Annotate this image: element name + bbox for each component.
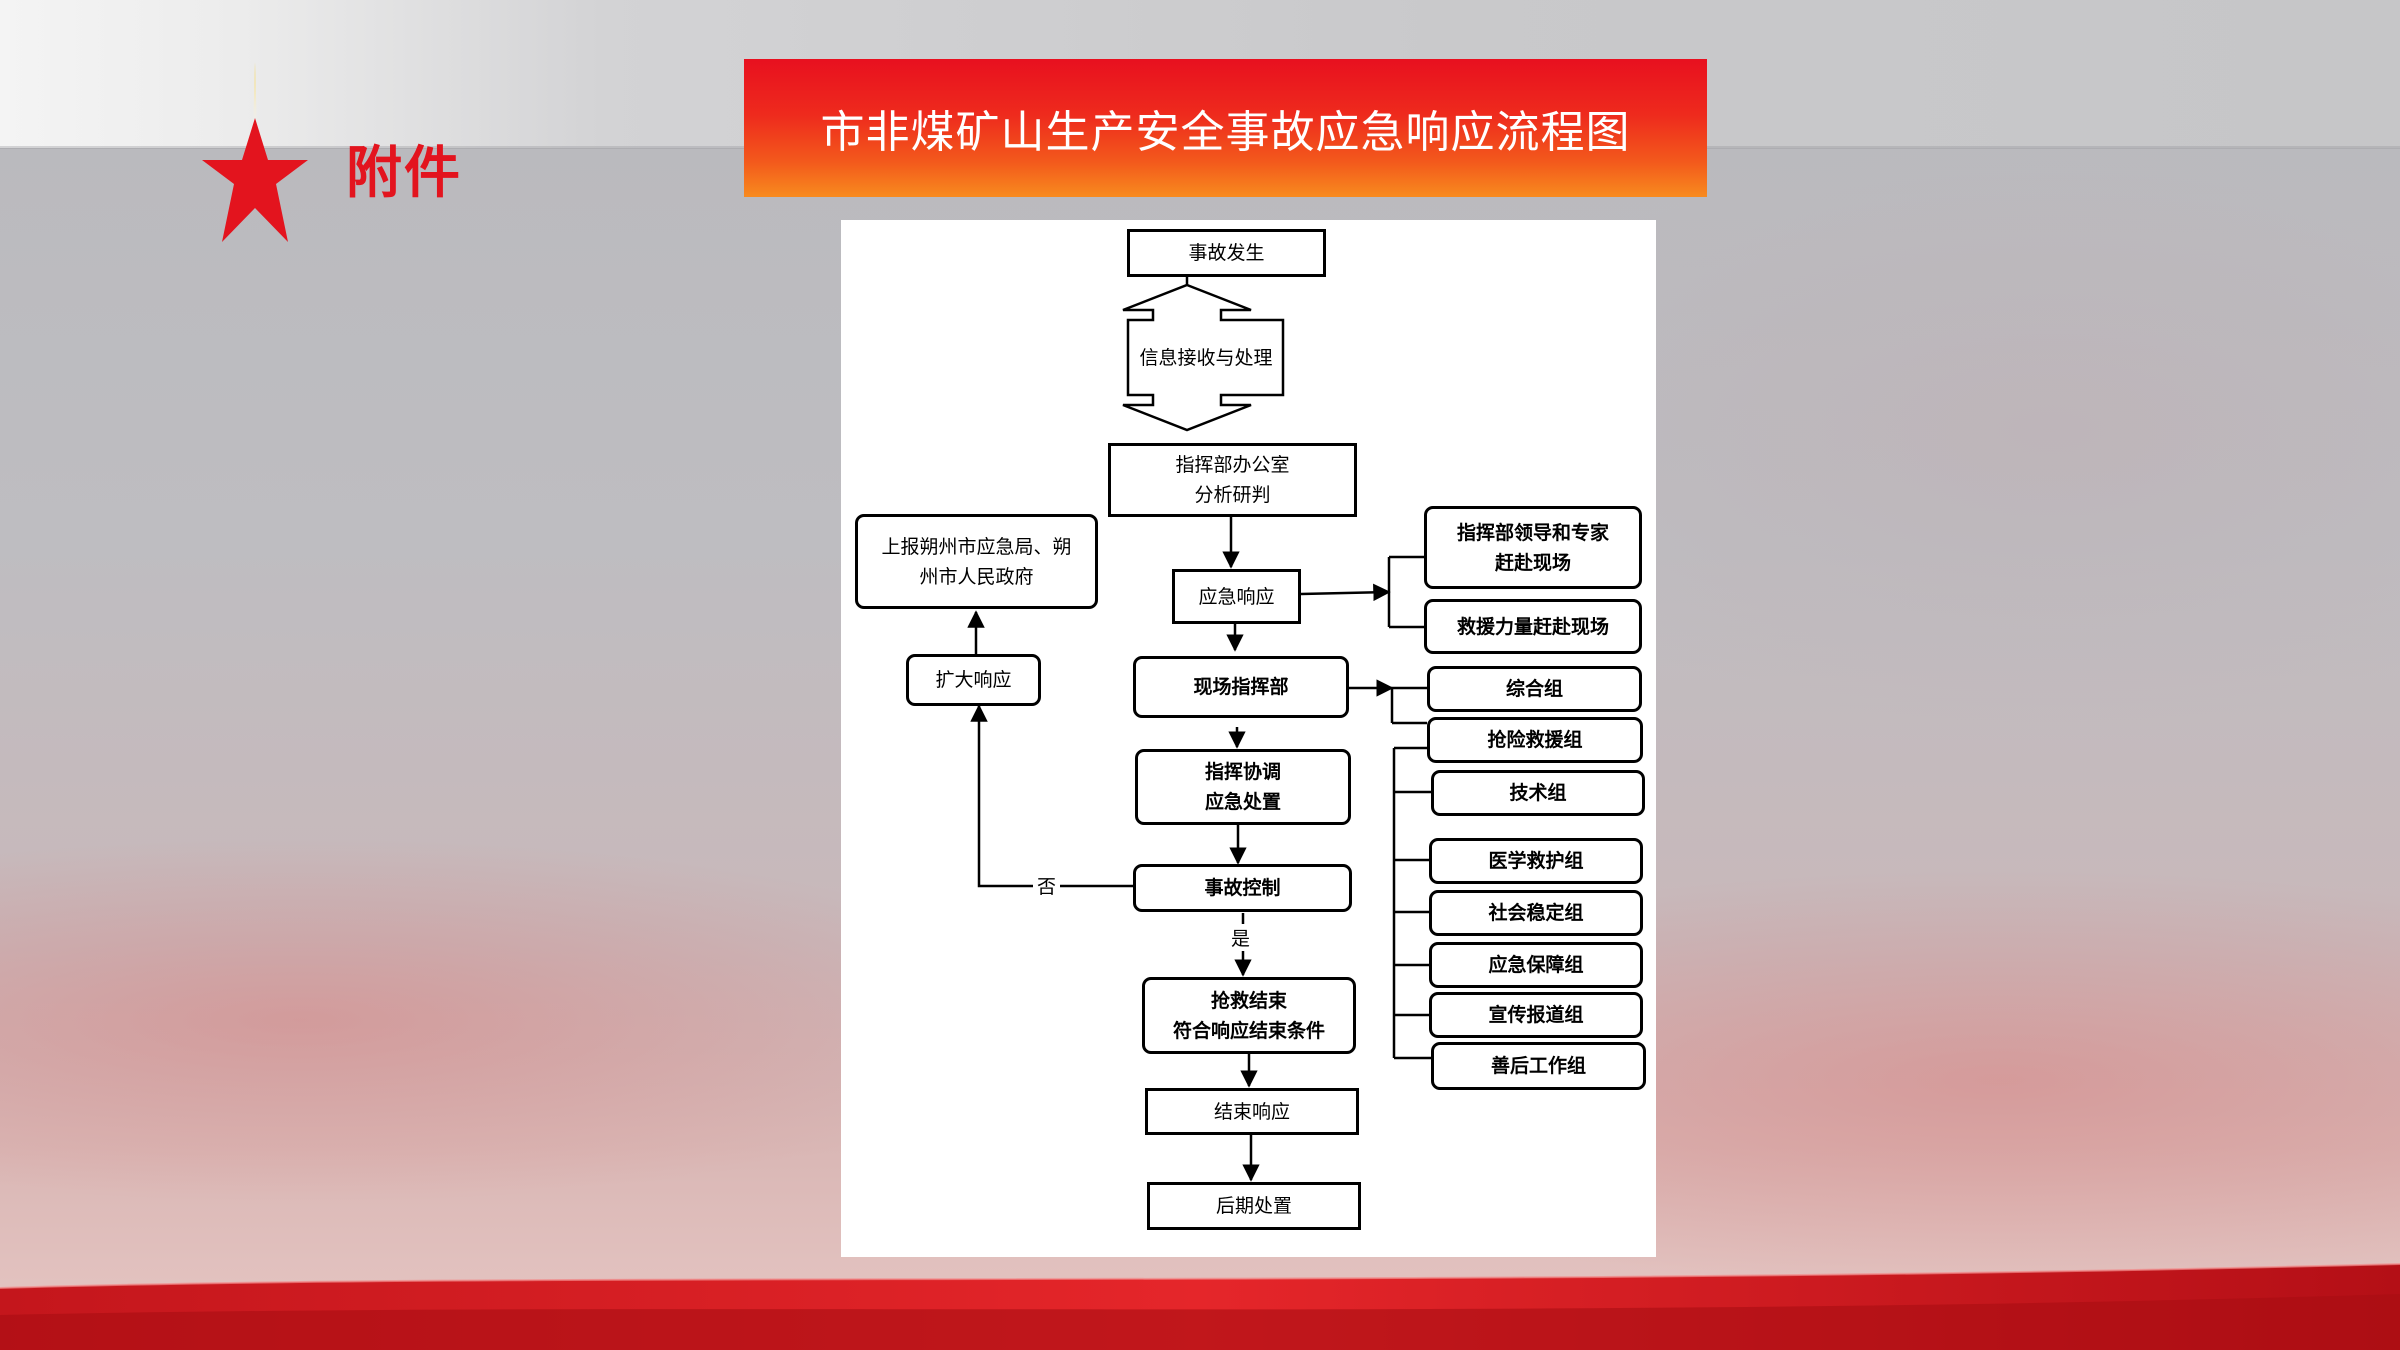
group-technical-text: 技术组 (1509, 782, 1567, 804)
slide-title: 市非煤矿山生产安全事故应急响应流程图 (820, 107, 1631, 158)
node-command-office-line2: 分析研判 (1194, 484, 1271, 506)
node-rescue-end: 抢救结束 符合响应结束条件 (1142, 977, 1356, 1054)
group-general-text: 综合组 (1505, 678, 1563, 700)
group-support: 应急保障组 (1429, 942, 1643, 988)
node-leaders-experts: 指挥部领导和专家 赶赴现场 (1424, 506, 1642, 589)
group-rescue-text: 抢险救援组 (1487, 729, 1583, 751)
group-social-stability-text: 社会稳定组 (1488, 902, 1584, 924)
node-info: 信息接收与处理 (1138, 335, 1274, 380)
node-accident-text: 事故发生 (1188, 242, 1265, 264)
node-info-text: 信息接收与处理 (1139, 346, 1273, 369)
node-emergency-response: 应急响应 (1172, 569, 1301, 624)
attachment-label: 附件 (346, 140, 462, 206)
node-expand-response-text: 扩大响应 (935, 669, 1012, 691)
node-rescue-end-line1: 抢救结束 (1210, 989, 1287, 1012)
node-field-hq: 现场指挥部 (1133, 656, 1349, 718)
group-medical: 医学救护组 (1429, 838, 1643, 884)
node-report-authorities-line1: 上报朔州市应急局、朔 (881, 535, 1072, 558)
node-accident: 事故发生 (1127, 229, 1326, 277)
group-rescue: 抢险救援组 (1427, 717, 1643, 763)
node-expand-response: 扩大响应 (906, 654, 1041, 706)
node-command-coordinate-line1: 指挥协调 (1204, 761, 1281, 783)
group-social-stability: 社会稳定组 (1429, 890, 1643, 936)
group-technical: 技术组 (1431, 770, 1645, 816)
node-end-response-text: 结束响应 (1213, 1100, 1290, 1123)
group-aftermath-work: 善后工作组 (1431, 1042, 1646, 1090)
node-command-office: 指挥部办公室 分析研判 (1108, 443, 1357, 517)
group-publicity-text: 宣传报道组 (1488, 1004, 1584, 1026)
node-rescue-force: 救援力量赶赴现场 (1424, 599, 1642, 654)
node-field-hq-text: 现场指挥部 (1193, 676, 1289, 698)
flowchart-connectors (967, 277, 1431, 1182)
node-leaders-experts-line1: 指挥部领导和专家 (1456, 521, 1609, 544)
label-yes: 是 (1227, 924, 1255, 951)
group-publicity: 宣传报道组 (1429, 992, 1643, 1038)
bottom-red-wave (0, 1263, 2400, 1350)
node-aftermath-text: 后期处置 (1215, 1195, 1292, 1217)
group-general: 综合组 (1427, 666, 1642, 712)
flowchart-panel: 事故发生 信息接收与处理 指挥部办公室 分析研判 应急响应 指挥部领导和专家 赶… (841, 220, 1656, 1257)
node-aftermath: 后期处置 (1147, 1182, 1361, 1230)
title-banner: 市非煤矿山生产安全事故应急响应流程图 (744, 59, 1707, 197)
node-report-authorities: 上报朔州市应急局、朔 州市人民政府 (855, 514, 1098, 609)
group-medical-text: 医学救护组 (1488, 850, 1584, 872)
node-emergency-response-text: 应急响应 (1198, 585, 1275, 608)
node-command-office-line1: 指挥部办公室 (1175, 454, 1290, 476)
node-accident-control-text: 事故控制 (1204, 877, 1281, 899)
node-command-coordinate: 指挥协调 应急处置 (1135, 749, 1351, 825)
node-leaders-experts-line2: 赶赴现场 (1494, 551, 1571, 574)
node-end-response: 结束响应 (1145, 1088, 1359, 1135)
label-no: 否 (1033, 872, 1061, 899)
group-aftermath-work-text: 善后工作组 (1490, 1055, 1586, 1077)
node-rescue-end-line2: 符合响应结束条件 (1172, 1019, 1325, 1042)
node-rescue-force-text: 救援力量赶赴现场 (1456, 615, 1609, 638)
group-support-text: 应急保障组 (1488, 954, 1584, 976)
red-star-icon (202, 62, 308, 242)
node-report-authorities-line2: 州市人民政府 (919, 565, 1034, 588)
node-command-coordinate-line2: 应急处置 (1204, 791, 1281, 813)
node-accident-control: 事故控制 (1133, 864, 1352, 912)
